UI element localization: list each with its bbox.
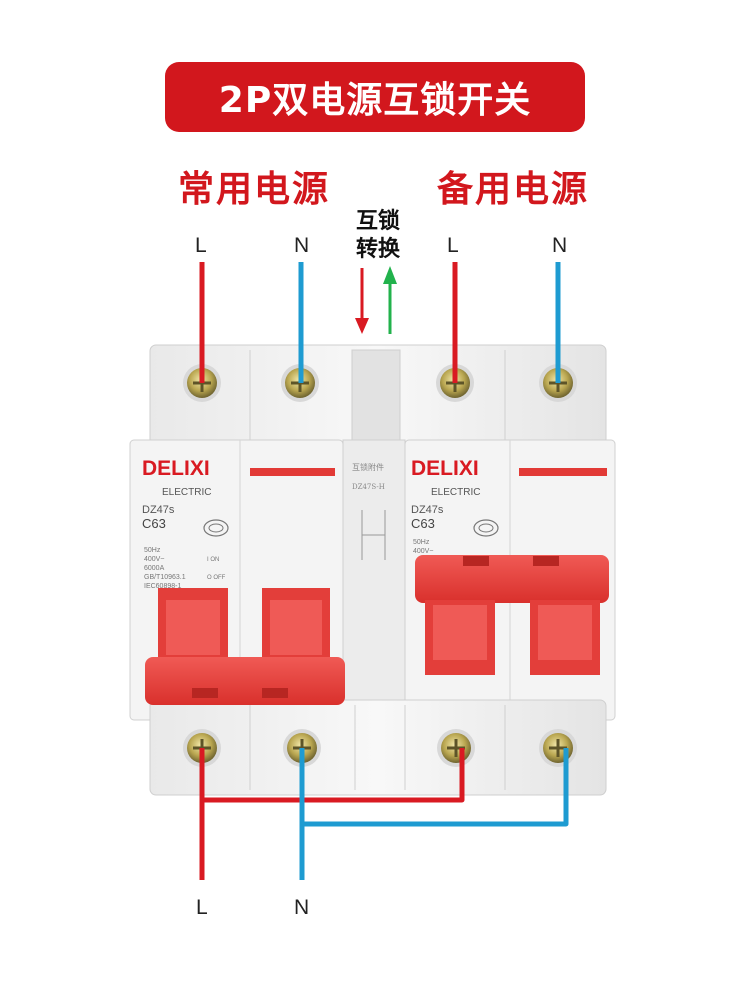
- spec-left-4: GB/T10963.1: [144, 574, 186, 581]
- screw-bottom-right-n-icon: [539, 729, 577, 767]
- wire-bottom-l-bridge: [202, 748, 465, 803]
- interlock-label-line2: 转换: [355, 237, 400, 262]
- rating-right: C63: [411, 516, 435, 531]
- interlock-label-line1: 互锁: [355, 209, 400, 234]
- breaker-bottom-caps: [149, 699, 607, 796]
- right-breaker-handle[interactable]: [415, 555, 609, 675]
- terminal-label-top-left-n: N: [294, 234, 310, 257]
- interlock-label: 互锁 转换: [348, 208, 408, 264]
- spec-right-2: 400V~: [413, 548, 433, 555]
- backup-source-label: 备用电源: [437, 169, 590, 210]
- ccc-mark-left-icon: [203, 519, 229, 537]
- spec-left-3: 6000A: [144, 565, 165, 572]
- ccc-mark-right-icon: [473, 519, 499, 537]
- model-left: DZ47s: [142, 504, 175, 516]
- spec-left-1: 50Hz: [144, 547, 161, 554]
- breaker-top-caps: [149, 344, 607, 446]
- interlock-module-text: 互锁附件: [352, 462, 384, 472]
- interlock-diagram-icon: [361, 510, 386, 560]
- terminal-label-bottom-n: N: [294, 896, 310, 919]
- spec-left-2: 400V~: [144, 556, 164, 563]
- common-source-label: 常用电源: [178, 169, 331, 210]
- arrow-up-icon: [383, 266, 397, 334]
- title-banner: 2P双电源互锁开关: [165, 62, 585, 132]
- pole-stripe-left: [250, 468, 335, 476]
- spec-right-1: 50Hz: [413, 539, 430, 546]
- wire-bottom-n-bridge: [302, 748, 569, 827]
- terminal-label-top-right-n: N: [552, 234, 568, 257]
- screw-bottom-right-l-icon: [437, 729, 475, 767]
- terminal-label-bottom-l: L: [196, 896, 208, 919]
- on-label: I ON: [207, 557, 219, 563]
- left-breaker-handle[interactable]: [145, 588, 345, 705]
- terminal-label-top-left-l: L: [195, 234, 207, 257]
- pole-stripe-right: [519, 468, 607, 476]
- brand-right: DELIXI: [411, 457, 479, 480]
- sub-brand-right: ELECTRIC: [431, 487, 480, 498]
- terminal-label-top-right-l: L: [447, 234, 459, 257]
- off-label: O OFF: [207, 575, 226, 581]
- brand-left: DELIXI: [142, 457, 210, 480]
- model-right: DZ47s: [411, 504, 444, 516]
- interlock-model-text: DZ47S-H: [352, 483, 385, 491]
- arrow-down-icon: [355, 268, 369, 334]
- spec-left-5: IEC60898-1: [144, 583, 181, 590]
- sub-brand-left: ELECTRIC: [162, 487, 211, 498]
- rating-left: C63: [142, 516, 166, 531]
